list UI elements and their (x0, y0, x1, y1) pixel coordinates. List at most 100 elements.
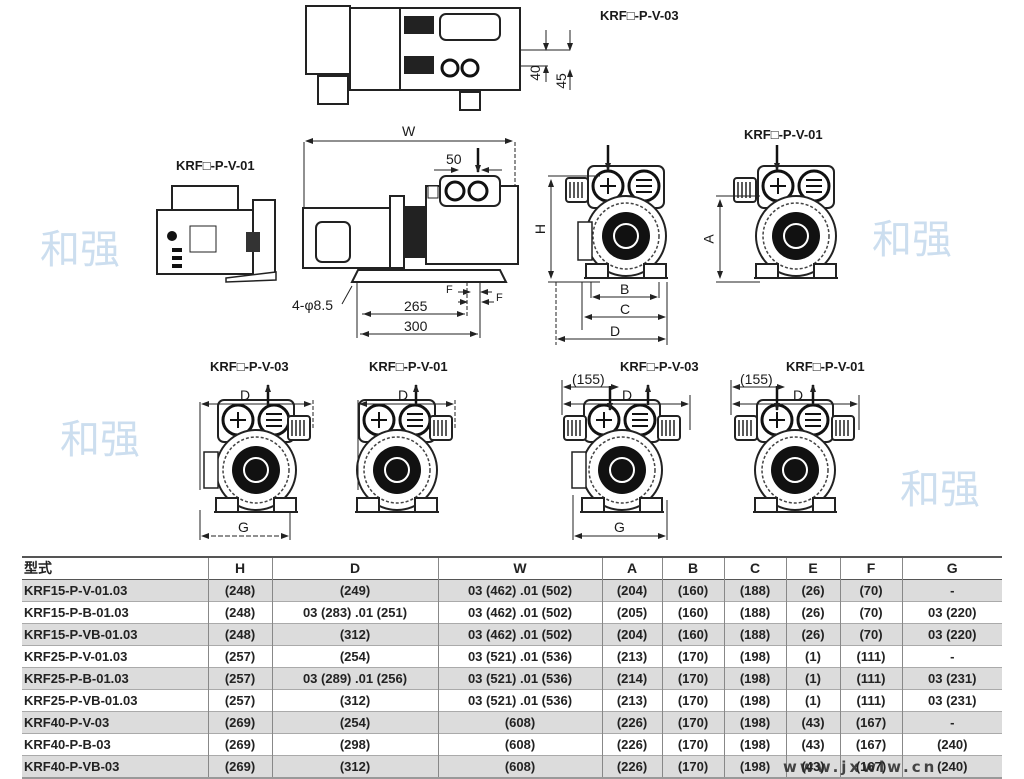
value-cell: (111) (839, 645, 903, 668)
dim-b: B (620, 281, 630, 297)
value-cell: (214) (601, 667, 663, 690)
value-cell: (608) (437, 755, 603, 778)
value-cell: (170) (661, 733, 725, 756)
model-cell: KRF15-P-VB-01.03 (22, 623, 209, 646)
side-view-01-drawing (156, 185, 277, 283)
value-cell: (170) (661, 711, 725, 734)
value-cell: (257) (207, 645, 273, 668)
value-cell: (198) (723, 645, 787, 668)
value-cell: (188) (723, 601, 787, 624)
value-cell: (170) (661, 689, 725, 712)
value-cell: (226) (601, 755, 663, 778)
value-cell: (43) (785, 711, 841, 734)
value-cell: (608) (437, 733, 603, 756)
value-cell: 03 (462) .01 (502) (437, 623, 603, 646)
column-header: 型式 (22, 557, 209, 580)
value-cell: (188) (723, 623, 787, 646)
column-header: E (785, 557, 841, 580)
value-cell: (26) (785, 579, 841, 602)
value-cell: 03 (521) .01 (536) (437, 667, 603, 690)
model-cell: KRF15-P-V-01.03 (22, 579, 209, 602)
bottom-view-a-drawing (199, 384, 314, 540)
value-cell: (170) (661, 645, 725, 668)
table-row: KRF15-P-V-01.03(248)(249)03 (462) .01 (5… (22, 579, 1002, 602)
table-row: KRF40-P-V-03(269)(254)(608)(226)(170)(19… (22, 711, 1002, 734)
dim-d-a: D (240, 387, 251, 403)
value-cell: (1) (785, 645, 841, 668)
value-cell: 03 (521) .01 (536) (437, 645, 603, 668)
bottom-view-c-label: KRF□-P-V-03 (620, 359, 699, 374)
dim-155-c: (155) (572, 371, 605, 387)
dim-g-a: G (238, 519, 249, 535)
model-cell: KRF25-P-VB-01.03 (22, 689, 209, 712)
dim-265: 265 (404, 298, 428, 314)
value-cell: (70) (839, 579, 903, 602)
value-cell: - (901, 645, 1002, 668)
dim-d: D (610, 323, 621, 339)
value-cell: (240) (901, 733, 1002, 756)
top-view-drawing (305, 5, 573, 111)
value-cell: (198) (723, 711, 787, 734)
dim-40: 40 (526, 65, 543, 81)
side-view-label: KRF□-P-V-01 (176, 158, 255, 173)
dim-w: W (402, 123, 416, 139)
value-cell: (312) (271, 689, 439, 712)
column-header: D (271, 557, 439, 580)
value-cell: (167) (839, 755, 903, 778)
dim-g-c: G (614, 519, 625, 535)
value-cell: (608) (437, 711, 603, 734)
value-cell: (226) (601, 733, 663, 756)
value-cell: - (901, 579, 1002, 602)
value-cell: (167) (839, 733, 903, 756)
value-cell: (198) (723, 689, 787, 712)
bottom-view-b-label: KRF□-P-V-01 (369, 359, 448, 374)
column-header: B (661, 557, 725, 580)
dim-h: H (532, 223, 549, 235)
value-cell: (43) (785, 755, 841, 778)
value-cell: (248) (207, 623, 273, 646)
table-row: KRF15-P-B-01.03(248)03 (283) .01 (251)03… (22, 601, 1002, 624)
column-header: A (601, 557, 663, 580)
top-view-label: KRF□-P-V-03 (600, 8, 679, 23)
model-cell: KRF25-P-B-01.03 (22, 667, 209, 690)
front-view-a-drawing (716, 145, 840, 283)
value-cell: (269) (207, 733, 273, 756)
value-cell: (160) (661, 623, 725, 646)
value-cell: (188) (723, 579, 787, 602)
value-cell: (70) (839, 623, 903, 646)
dim-300: 300 (404, 318, 428, 334)
value-cell: (248) (207, 601, 273, 624)
value-cell: (248) (207, 579, 273, 602)
value-cell: (160) (661, 601, 725, 624)
dim-45: 45 (552, 73, 569, 89)
value-cell: (257) (207, 667, 273, 690)
value-cell: (1) (785, 667, 841, 690)
value-cell: (170) (661, 667, 725, 690)
column-header: H (207, 557, 273, 580)
value-cell: (111) (839, 689, 903, 712)
value-cell: (269) (207, 711, 273, 734)
dim-155-d: (155) (740, 371, 773, 387)
value-cell: (226) (601, 711, 663, 734)
value-cell: 03 (283) .01 (251) (271, 601, 439, 624)
value-cell: 03 (231) (901, 667, 1002, 690)
column-header: W (437, 557, 603, 580)
bottom-view-d-label: KRF□-P-V-01 (786, 359, 865, 374)
dim-c: C (620, 301, 631, 317)
value-cell: 03 (521) .01 (536) (437, 689, 603, 712)
value-cell: (43) (785, 733, 841, 756)
value-cell: 03 (220) (901, 601, 1002, 624)
value-cell: (204) (601, 623, 663, 646)
dim-holes: 4-φ8.5 (292, 297, 333, 313)
value-cell: (205) (601, 601, 663, 624)
value-cell: (111) (839, 667, 903, 690)
value-cell: (167) (839, 711, 903, 734)
bottom-view-c-drawing (561, 380, 691, 540)
table-body: KRF15-P-V-01.03(248)(249)03 (462) .01 (5… (22, 579, 1002, 778)
dim-50: 50 (446, 151, 462, 167)
value-cell: (269) (207, 755, 273, 778)
value-cell: (198) (723, 667, 787, 690)
front-view-label: KRF□-P-V-01 (744, 127, 823, 142)
value-cell: (312) (271, 623, 439, 646)
